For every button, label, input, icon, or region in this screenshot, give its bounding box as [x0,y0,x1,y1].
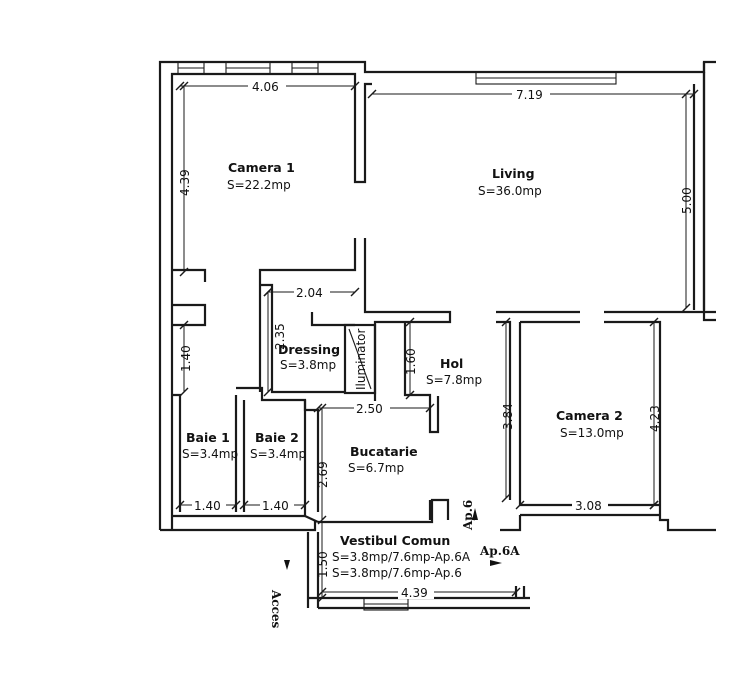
outer-walls [158,60,716,532]
dim-dressing-width: 2.04 [296,286,323,300]
dim-living-width: 7.19 [516,88,543,102]
room-iluminator-name: Iluminator [354,328,368,390]
dim-dressing-height: 2.35 [273,323,287,350]
dim-vestibul-width: 4.39 [401,586,428,600]
label-ap6a: Ap.6A [479,544,520,558]
label-acces: Acces [269,589,283,629]
dim-camera2-width: 3.08 [575,499,602,513]
dim-bucatarie-height: 2.69 [316,461,330,488]
dim-baie2-width: 1.40 [262,499,289,513]
room-hol-name: Hol [440,356,463,371]
dim-bucatarie-width: 2.50 [356,402,383,416]
dim-camera2-height-left: 3.84 [501,403,515,430]
dim-1-40-vertical: 1.40 [179,345,193,372]
room-baie2-area: S=3.4mp [250,447,306,461]
room-camera1-name: Camera 1 [228,160,295,175]
arrow-ap6-icon [472,508,478,520]
room-baie1-area: S=3.4mp [182,447,238,461]
arrow-acces-icon [284,560,290,570]
room-living-name: Living [492,166,535,181]
room-baie2-name: Baie 2 [255,430,299,445]
arrow-ap6a-icon [490,560,502,566]
dim-camera1-width: 4.06 [252,80,279,94]
room-living-area: S=36.0mp [478,184,542,198]
room-vestibul-area1: S=3.8mp/7.6mp-Ap.6A [332,550,471,564]
dim-camera2-height-right: 4.23 [648,405,662,432]
room-dressing-area: S=3.8mp [280,358,336,372]
dim-baie1-width: 1.40 [194,499,221,513]
label-ap6: Ap.6 [461,500,475,531]
room-bucatarie-area: S=6.7mp [348,461,404,475]
room-vestibul-name: Vestibul Comun [340,533,450,548]
dim-camera1-height: 4.39 [178,169,192,196]
room-dressing-name: Dressing [278,342,340,357]
room-baie1-name: Baie 1 [186,430,230,445]
interior-walls [172,82,716,611]
room-vestibul-area2: S=3.8mp/7.6mp-Ap.6 [332,566,462,580]
room-hol-area: S=7.8mp [426,373,482,387]
room-camera2-area: S=13.0mp [560,426,624,440]
room-camera2-name: Camera 2 [556,408,623,423]
dim-vestibul-height: 1.50 [316,551,330,578]
dim-hol-1-60: 1.60 [404,348,418,375]
dim-living-height: 5.00 [680,187,694,214]
room-camera1-area: S=22.2mp [227,178,291,192]
room-bucatarie-name: Bucatarie [350,444,418,459]
